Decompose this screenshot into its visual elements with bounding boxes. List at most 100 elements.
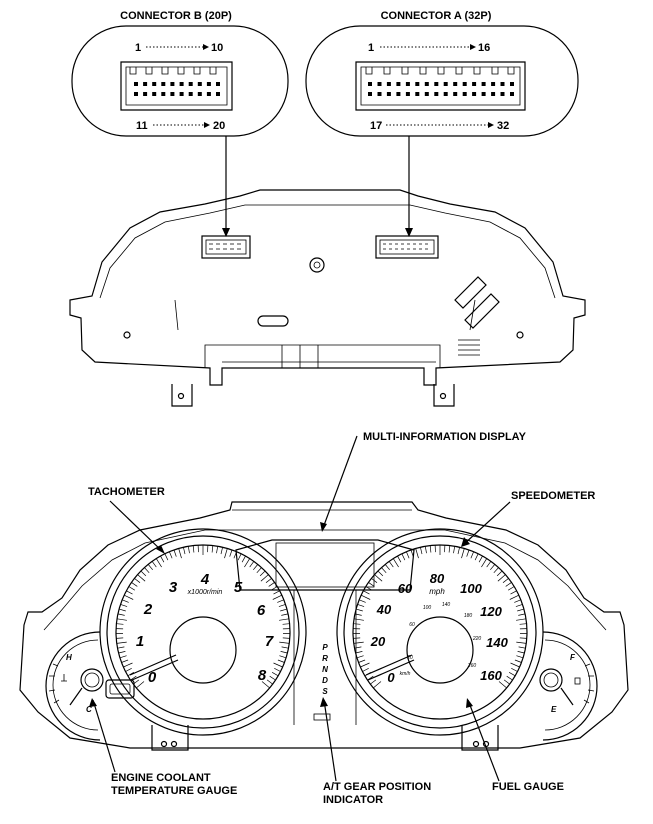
connector-b-pin-top-left: 1 — [135, 42, 141, 54]
speedo-tick-27 — [381, 567, 387, 574]
connector-b-pin-bottom-left: 11 — [136, 120, 148, 132]
speedo-tick-53 — [493, 567, 499, 574]
speedo-tick-47 — [470, 551, 474, 559]
fuel-gauge-needle — [560, 687, 574, 706]
leader-coolant — [92, 699, 116, 773]
coolant-hot-label: H — [66, 653, 72, 662]
rear-screw-hole-right — [516, 331, 524, 339]
speedo-tick-10 — [353, 641, 364, 644]
tach-tick-17 — [119, 608, 126, 612]
connector-a-callout: CONNECTOR A (32P) 1 16 17 32 — [305, 10, 579, 237]
connector-a-pin-top-right: 16 — [478, 42, 490, 54]
tach-tick-76 — [274, 667, 281, 672]
rear-connector-b-inner — [205, 239, 247, 255]
tach-tick-78 — [269, 675, 276, 681]
speedo-tick-64 — [518, 613, 526, 616]
coolant-gauge-needle — [69, 687, 83, 706]
speedo-tick-48 — [474, 553, 479, 561]
gear-letter-s: S — [322, 687, 328, 696]
speedo-tick-9 — [354, 646, 362, 649]
speedo-tick-22 — [365, 586, 372, 591]
tachometer-needle — [131, 659, 179, 681]
tach-tick-28 — [147, 564, 153, 571]
connector-b-pin-bottom-0 — [134, 92, 138, 96]
speedo-tick-17 — [356, 608, 363, 612]
tachometer-gauge: 0 1 2 3 4 5 6 7 8 x1000r/min — [99, 528, 307, 736]
speedo-tick-51 — [486, 561, 492, 568]
speedo-tick-37 — [424, 546, 427, 554]
speedo-tick-38 — [429, 545, 432, 553]
tach-tick-26 — [140, 570, 147, 577]
tach-tick-55 — [260, 574, 269, 582]
speedo-kmh-260: 260 — [467, 663, 477, 669]
speedo-tick-21 — [363, 590, 370, 595]
tach-tick-14 — [116, 623, 124, 625]
speedo-tick-71 — [518, 646, 526, 649]
connector-b-pin-top-right: 10 — [211, 42, 223, 54]
fuel-gauge-bezel — [542, 631, 598, 741]
connector-b-leader-arrow — [222, 228, 230, 237]
speedo-kmh-220: 220 — [472, 636, 482, 642]
speedo-kmh-unit: km/h — [400, 671, 411, 677]
speedometer-ticks — [352, 545, 528, 689]
tach-tick-64 — [281, 613, 289, 616]
tachometer-ticks — [115, 545, 291, 689]
speedo-tick-66 — [519, 623, 527, 625]
tach-tick-51 — [249, 561, 255, 568]
rear-ribs — [174, 299, 476, 331]
tach-number-7: 7 — [265, 633, 274, 650]
front-mount-tab-right — [461, 725, 499, 751]
speedo-tick-33 — [406, 551, 410, 559]
tach-tick-22 — [128, 586, 135, 591]
leader-coolant-arrow — [89, 698, 97, 707]
rear-connector-a-inner — [379, 239, 435, 255]
front-tab-hole-right-2 — [482, 740, 490, 748]
leader-fuel-arrow — [466, 698, 473, 708]
tach-number-6: 6 — [257, 602, 266, 619]
multi-info-display-frame — [235, 539, 415, 591]
speedo-tick-20 — [361, 594, 371, 600]
speedo-tick-31 — [397, 555, 402, 563]
connector-a-pin-bottom-14 — [500, 92, 505, 96]
connector-b-pin-top-8 — [206, 82, 211, 86]
speedo-kmh-100: 100 — [423, 605, 432, 611]
speedo-tick-44 — [457, 547, 460, 555]
tach-tick-4 — [125, 667, 132, 672]
connector-a-pin-bottom-6 — [424, 92, 429, 96]
connector-b-pin-bottom-right: 20 — [213, 120, 225, 132]
tach-tick-61 — [277, 599, 284, 603]
tachometer-indicator-inner — [109, 683, 131, 695]
coolant-gauge-bezel — [45, 631, 101, 741]
speedo-tick-52 — [490, 564, 496, 571]
tach-tick-69 — [282, 637, 290, 639]
tach-number-8: 8 — [258, 667, 267, 684]
speedo-tick-14 — [353, 623, 361, 625]
rear-housing-outline — [69, 189, 586, 386]
speedo-kmh-60: 60 — [409, 622, 415, 628]
connector-a-pin-bottom-15 — [510, 92, 514, 96]
tach-tick-11 — [116, 637, 124, 639]
tach-tick-16 — [117, 613, 125, 616]
speedo-mph-120: 120 — [480, 604, 502, 619]
connector-b-pin-bottom-3 — [161, 92, 166, 96]
speedo-tick-50 — [481, 558, 487, 568]
speedo-unit: mph — [429, 587, 445, 596]
connector-b-pin-bottom-5 — [179, 92, 184, 96]
front-tab-hole-right-1 — [472, 740, 480, 748]
tach-number-1: 1 — [136, 633, 144, 650]
gear-letter-r: R — [322, 654, 328, 663]
speedo-tick-57 — [505, 582, 512, 587]
speedo-mph-20: 20 — [370, 634, 386, 649]
speedo-tick-28 — [384, 564, 390, 571]
speedo-kmh-20: 20 — [406, 655, 413, 661]
connector-b-top-arrowhead — [203, 44, 209, 50]
fuel-gauge-ticks — [583, 663, 595, 704]
connector-b-pins — [134, 82, 220, 96]
coolant-gauge-face — [52, 639, 99, 731]
rear-connector-b-socket — [201, 235, 251, 259]
tach-tick-46 — [229, 549, 233, 557]
speedo-tick-49 — [478, 555, 483, 563]
connector-b-pin-top-0 — [134, 82, 138, 86]
speedo-mph-100: 100 — [460, 581, 482, 596]
connector-a-pin-top-0 — [368, 82, 372, 86]
